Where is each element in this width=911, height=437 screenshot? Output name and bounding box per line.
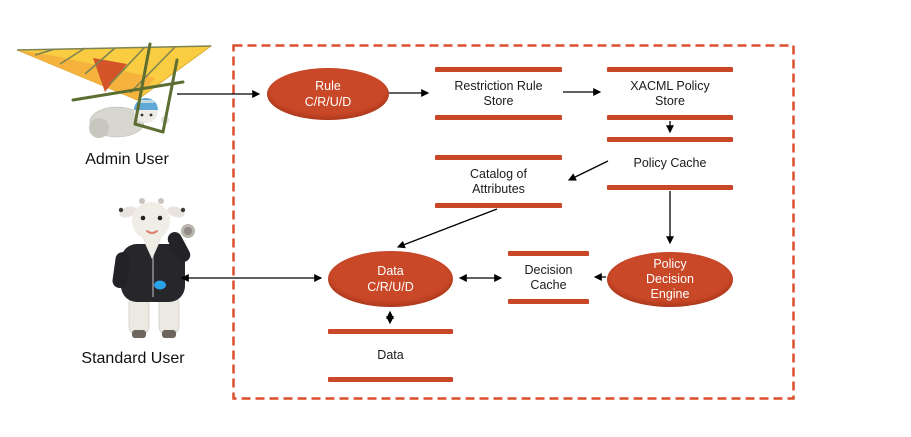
goat-head xyxy=(118,198,186,259)
goat-jacket xyxy=(112,232,191,302)
store-bar xyxy=(607,137,733,142)
store-restriction-rule-line1: Restriction Rule xyxy=(454,78,543,93)
pde-line3: Engine xyxy=(650,287,690,302)
process-policy-decision-engine: Policy Decision Engine xyxy=(607,252,733,307)
store-bar xyxy=(435,155,562,160)
pde-line1: Policy xyxy=(653,256,687,271)
hang-glider-pilot-cat xyxy=(89,98,169,138)
store-bar xyxy=(435,203,562,208)
admin-user-label: Admin User xyxy=(85,151,169,168)
process-data-crud-line1: Data xyxy=(377,263,404,278)
store-policy-cache: Policy Cache xyxy=(607,137,733,190)
store-catalog-of-attributes: Catalog of Attributes xyxy=(435,155,562,208)
store-decision-cache: Decision Cache xyxy=(508,251,589,304)
store-data-label: Data xyxy=(377,348,404,363)
store-restriction-rule: Restriction Rule Store xyxy=(435,67,562,120)
store-xacml-policy-line2: Store xyxy=(655,93,685,108)
standard-user-label: Standard User xyxy=(81,350,185,367)
process-rule-crud: Rule C/R/U/D xyxy=(267,68,389,120)
store-policy-cache-label: Policy Cache xyxy=(633,156,707,171)
goat-raised-paw xyxy=(181,224,195,238)
store-decision-cache-line1: Decision xyxy=(524,262,573,277)
arrow-catalog-to-data-crud xyxy=(396,208,498,249)
store-bar xyxy=(328,329,453,334)
store-bar xyxy=(508,251,589,256)
store-xacml-policy-line1: XACML Policy xyxy=(630,78,710,93)
process-rule-crud-line1: Rule xyxy=(315,78,341,93)
store-bar xyxy=(607,185,733,190)
arrow-policy-cache-to-catalog xyxy=(567,160,609,181)
process-rule-crud-line2: C/R/U/D xyxy=(304,95,352,109)
store-bar xyxy=(607,115,733,120)
goat-character-icon xyxy=(112,198,195,338)
store-bar xyxy=(607,67,733,72)
store-bar xyxy=(435,115,562,120)
store-catalog-line1: Catalog of xyxy=(470,166,527,181)
goat-legs xyxy=(128,294,180,338)
store-decision-cache-line2: Cache xyxy=(530,277,567,292)
store-data: Data xyxy=(328,329,453,382)
store-bar xyxy=(435,67,562,72)
process-data-crud: Data C/R/U/D xyxy=(328,251,453,307)
store-restriction-rule-line2: Store xyxy=(483,93,514,108)
system-boundary-dashed-box xyxy=(232,44,795,400)
store-catalog-line2: Attributes xyxy=(472,181,525,196)
hang-glider-wing xyxy=(16,45,213,101)
hang-glider-frame xyxy=(71,42,185,134)
store-xacml-policy: XACML Policy Store xyxy=(607,67,733,120)
pde-line2: Decision xyxy=(646,271,694,286)
store-bar xyxy=(328,377,453,382)
hang-glider-rider-icon xyxy=(16,42,213,138)
process-data-crud-line2: C/R/U/D xyxy=(367,280,414,294)
store-bar xyxy=(508,299,589,304)
